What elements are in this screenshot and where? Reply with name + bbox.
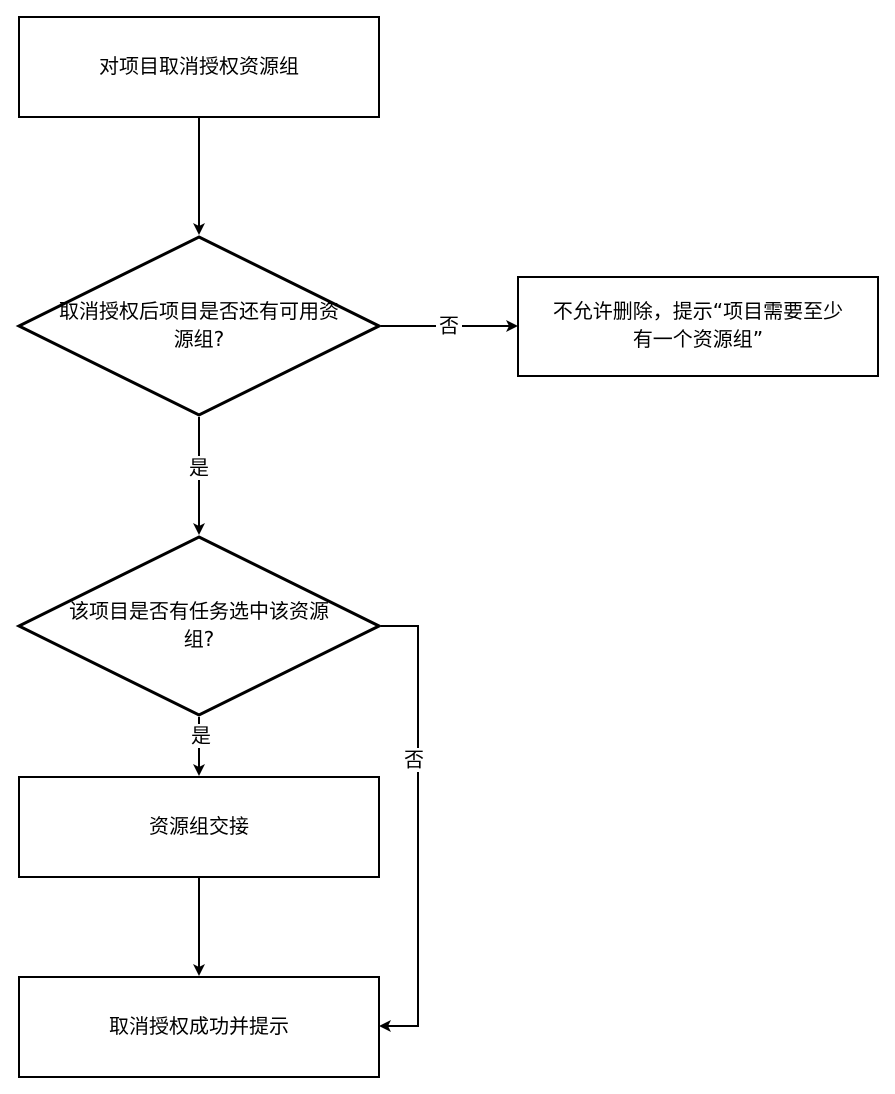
- error-node-text: 不允许删除，提示“项目需要至少有一个资源组”: [553, 299, 843, 351]
- handover-node: [18, 776, 380, 878]
- end-text-line: 取消授权成功并提示: [109, 1014, 289, 1038]
- edge-decision2-to-end: [379, 625, 419, 1032]
- decision1-text-line: 源组?: [174, 327, 225, 351]
- edge-label-d2-yes: 是: [191, 724, 211, 748]
- start-node-text: 对项目取消授权资源组: [99, 54, 299, 78]
- edge-labels: 否 是 是 否: [186, 314, 462, 772]
- start-text-line: 对项目取消授权资源组: [99, 54, 299, 78]
- decision2-node: [15, 535, 383, 717]
- start-node: [18, 16, 380, 118]
- handover-text-line: 资源组交接: [149, 814, 249, 838]
- decision1-node: [15, 235, 383, 417]
- edge-label-d1-no: 否: [439, 314, 459, 338]
- decision2-text-line: 该项目是否有任务选中该资源: [69, 599, 329, 623]
- error-node: [517, 276, 879, 377]
- error-text-line: 有一个资源组”: [633, 327, 763, 351]
- decision2-node-text: 该项目是否有任务选中该资源组?: [69, 599, 329, 651]
- decision2-text-line: 组?: [184, 627, 215, 651]
- decision1-text-line: 取消授权后项目是否还有可用资: [59, 299, 339, 323]
- handover-node-text: 资源组交接: [149, 814, 249, 838]
- edge-label-d2-no: 否: [404, 748, 424, 772]
- end-node-text: 取消授权成功并提示: [109, 1014, 289, 1038]
- edge-label-d1-yes: 是: [189, 456, 209, 480]
- error-text-line: 不允许删除，提示“项目需要至少: [553, 299, 843, 323]
- end-node: [18, 976, 380, 1078]
- nodes: 对项目取消授权资源组 取消授权后项目是否还有可用资源组? 不允许删除，提示“项目…: [15, 16, 879, 1078]
- decision1-node-text: 取消授权后项目是否还有可用资源组?: [59, 299, 339, 351]
